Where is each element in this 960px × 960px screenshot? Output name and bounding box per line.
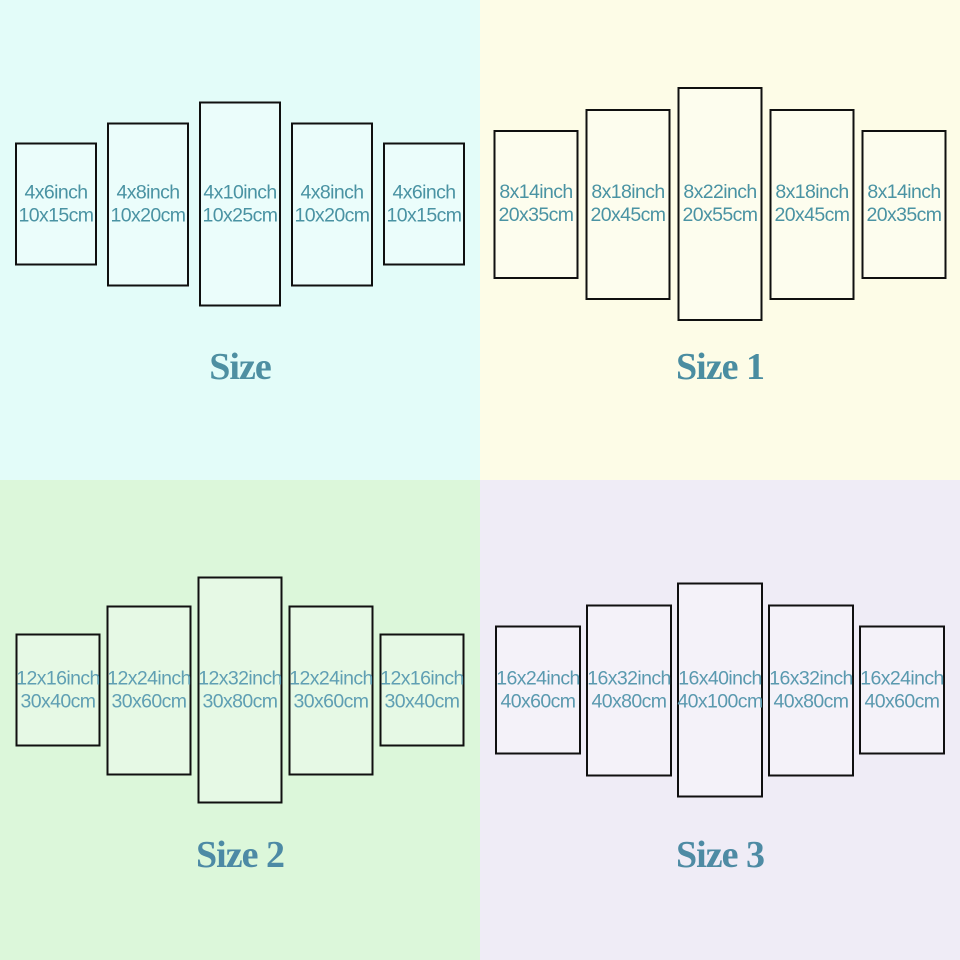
panel-size-cm: 20x35cm: [498, 204, 575, 226]
panel-size-inches: 16x32inch: [769, 667, 853, 689]
panel-size-inches: 16x32inch: [587, 667, 671, 689]
panel-size-inches: 8x18inch: [775, 181, 849, 203]
panel-size-inches: 12x32inch: [198, 667, 282, 689]
quadrant-title: Size 2: [196, 834, 285, 876]
panel-size-inches: 8x14inch: [499, 181, 573, 203]
quadrant-title: Size: [209, 346, 271, 388]
panel-size-cm: 40x60cm: [864, 690, 941, 712]
panel-size-cm: 10x15cm: [386, 204, 463, 226]
panel-size-inches: 12x16inch: [16, 667, 100, 689]
panel-size-cm: 20x55cm: [682, 204, 759, 226]
panel-size-cm: 30x80cm: [202, 690, 279, 712]
panel-size-cm: 10x15cm: [18, 204, 95, 226]
panel-size-cm: 40x80cm: [773, 690, 850, 712]
panel-size-inches: 12x24inch: [289, 667, 373, 689]
panel-size-inches: 4x8inch: [300, 181, 364, 203]
panel-size-inches: 4x6inch: [392, 181, 456, 203]
quadrant-title: Size 3: [676, 834, 765, 876]
panel-size-inches: 12x24inch: [107, 667, 191, 689]
panel-size-cm: 40x60cm: [500, 690, 577, 712]
quadrant-title: Size 1: [676, 346, 765, 388]
panel-size-inches: 12x16inch: [380, 667, 464, 689]
panel-size-cm: 30x40cm: [20, 690, 97, 712]
panel-size-inches: 16x24inch: [860, 667, 944, 689]
panel-size-cm: 30x40cm: [384, 690, 461, 712]
panel-size-inches: 4x6inch: [24, 181, 88, 203]
panel-size-cm: 10x20cm: [110, 204, 187, 226]
panel-size-inches: 16x24inch: [496, 667, 580, 689]
panel-size-inches: 8x14inch: [867, 181, 941, 203]
panel-size-cm: 40x80cm: [591, 690, 668, 712]
panel-size-inches: 4x8inch: [116, 181, 180, 203]
panel-size-cm: 30x60cm: [111, 690, 188, 712]
panel-size-cm: 10x25cm: [202, 204, 279, 226]
panel-size-inches: 4x10inch: [203, 181, 277, 203]
panel-size-inches: 8x22inch: [683, 181, 757, 203]
panel-size-cm: 40x100cm: [677, 690, 763, 712]
panel-size-inches: 16x40inch: [678, 667, 762, 689]
panel-size-cm: 10x20cm: [294, 204, 371, 226]
panel-size-inches: 8x18inch: [591, 181, 665, 203]
panel-size-cm: 30x60cm: [293, 690, 370, 712]
panel-size-cm: 20x45cm: [590, 204, 667, 226]
panel-size-cm: 20x45cm: [774, 204, 851, 226]
panel-size-cm: 20x35cm: [866, 204, 943, 226]
